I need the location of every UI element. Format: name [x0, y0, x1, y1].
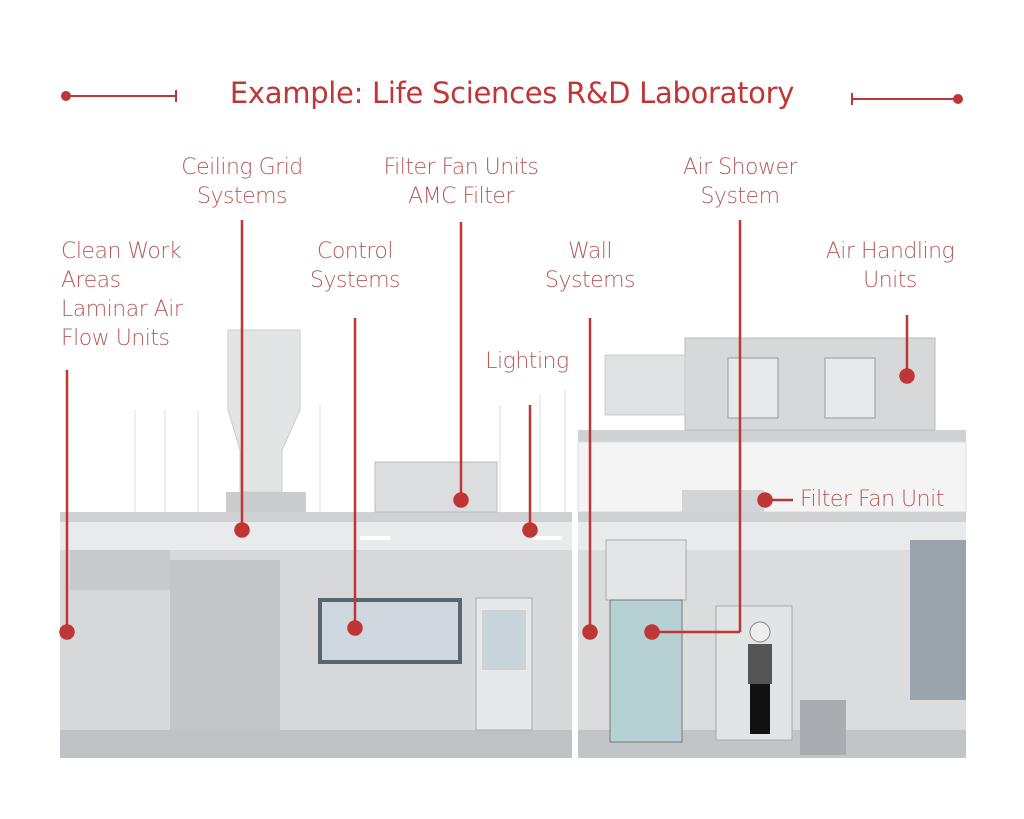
label-line: Systems: [196, 184, 287, 209]
right-cleanroom: [577, 337, 967, 758]
left-cleanroom: [60, 329, 572, 758]
label-line: Laminar Air: [61, 297, 183, 322]
label-line: Air Handling: [825, 239, 955, 264]
label-line: AMC Filter: [408, 184, 514, 209]
callout-lines: [59, 220, 915, 640]
label-line: Systems: [310, 268, 401, 293]
label-line: Air Shower: [682, 155, 798, 180]
diagram-title: Example: Life Sciences R&D Laboratory: [229, 76, 795, 110]
label-line: Ceiling Grid: [181, 155, 303, 180]
label-line: Systems: [545, 268, 636, 293]
label-lighting: Lighting: [485, 347, 569, 376]
label-line: Wall: [567, 239, 613, 264]
label-line: Flow Units: [61, 326, 170, 351]
label-filter-fan-unit: Filter Fan Unit: [800, 485, 944, 514]
label-line: Areas: [61, 268, 121, 293]
label-line: System: [700, 184, 780, 209]
label-line: Control: [316, 239, 394, 264]
label-line: Units: [863, 268, 917, 293]
label-line: Clean Work: [61, 239, 182, 264]
label-line: Filter Fan Units: [383, 155, 539, 180]
label-line: Lighting: [485, 349, 569, 374]
label-line: Filter Fan Unit: [800, 487, 944, 512]
title-rules: [61, 90, 963, 105]
